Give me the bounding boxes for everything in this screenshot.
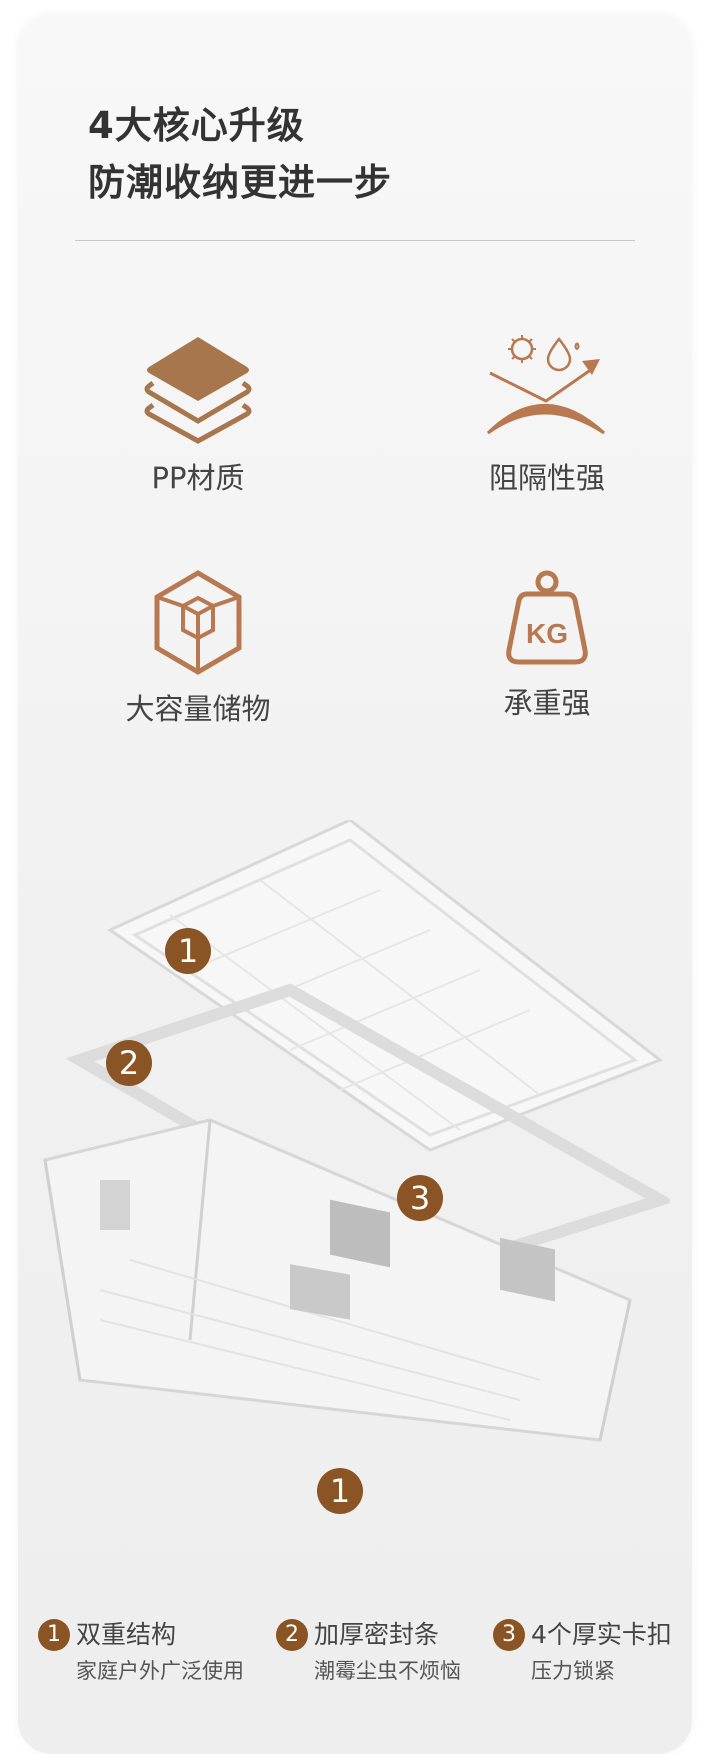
legend-title: 双重结构 — [76, 1620, 177, 1649]
legend-number: 2 — [276, 1619, 308, 1651]
feature-capacity: 大容量储物 — [78, 570, 318, 728]
feature-label: 大容量储物 — [125, 692, 271, 726]
barrier-icon — [486, 335, 606, 435]
cube-icon — [154, 570, 242, 675]
weight-icon: KG — [506, 570, 588, 665]
legend-number: 3 — [493, 1619, 525, 1651]
feature-barrier: 阻隔性强 — [427, 333, 667, 497]
feature-pp-material: PP材质 — [78, 333, 318, 497]
callout-badge-1-bottom: 1 — [317, 1468, 363, 1514]
legend-title: 4个厚实卡扣 — [531, 1620, 672, 1649]
weight-icon-text: KG — [526, 618, 568, 649]
legend-number: 1 — [38, 1619, 70, 1651]
headline-line1: 4大核心升级 — [88, 104, 305, 147]
feature-label: 阻隔性强 — [488, 461, 605, 495]
callout-badge-3: 3 — [397, 1175, 443, 1221]
legend-subtitle: 潮霉尘虫不烦恼 — [314, 1659, 461, 1683]
headline-line2: 防潮收纳更进一步 — [88, 161, 392, 204]
callout-badge-1: 1 — [165, 928, 211, 974]
storage-box-exploded-illustration — [43, 820, 670, 1442]
legend-subtitle: 压力锁紧 — [531, 1659, 615, 1683]
feature-label: PP材质 — [151, 461, 245, 495]
feature-load-bearing: KG 承重强 — [427, 570, 667, 722]
divider — [75, 240, 635, 241]
feature-label: 承重强 — [503, 686, 591, 720]
legend-title: 加厚密封条 — [314, 1620, 440, 1649]
callout-badge-2: 2 — [106, 1040, 152, 1086]
legend-subtitle: 家庭户外广泛使用 — [76, 1659, 244, 1683]
layers-icon — [144, 337, 252, 444]
